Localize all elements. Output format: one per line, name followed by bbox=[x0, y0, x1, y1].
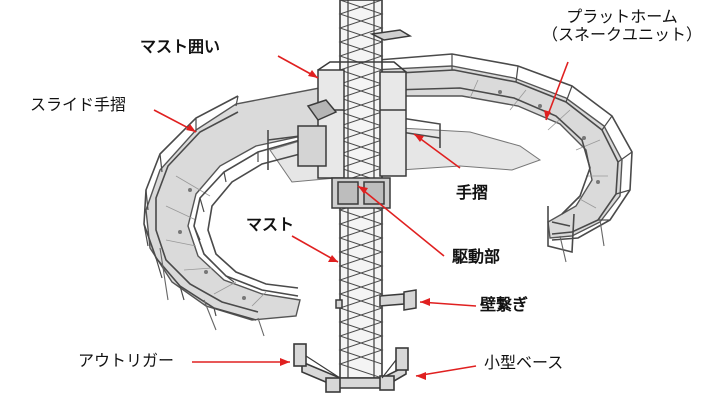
mast-enclosure bbox=[317, 29, 413, 179]
label-wall-tie: 壁繋ぎ bbox=[480, 295, 529, 314]
label-mast: マスト bbox=[246, 215, 295, 234]
label-platform-line2: （スネークユニット） bbox=[541, 25, 702, 45]
label-small-base: 小型ベース bbox=[484, 353, 564, 372]
wall-tie bbox=[335, 289, 417, 311]
label-slide-handrail: スライド手摺 bbox=[30, 95, 127, 114]
label-outrigger: アウトリガー bbox=[78, 351, 175, 370]
label-drive-unit: 駆動部 bbox=[452, 247, 501, 266]
label-handrail: 手摺 bbox=[456, 183, 489, 202]
label-platform: プラットホーム （スネークユニット） bbox=[522, 7, 722, 45]
drive-unit bbox=[297, 99, 391, 209]
handrails bbox=[143, 53, 633, 337]
small-base bbox=[293, 343, 409, 393]
label-mast-enclosure: マスト囲い bbox=[140, 37, 221, 56]
leader-mast bbox=[291, 235, 339, 263]
leader-arrowheads bbox=[186, 70, 551, 380]
leader-platform bbox=[545, 61, 569, 121]
leader-handrail bbox=[413, 133, 461, 169]
label-platform-line1: プラットホーム bbox=[566, 7, 678, 26]
leader-drive-unit bbox=[357, 185, 445, 257]
